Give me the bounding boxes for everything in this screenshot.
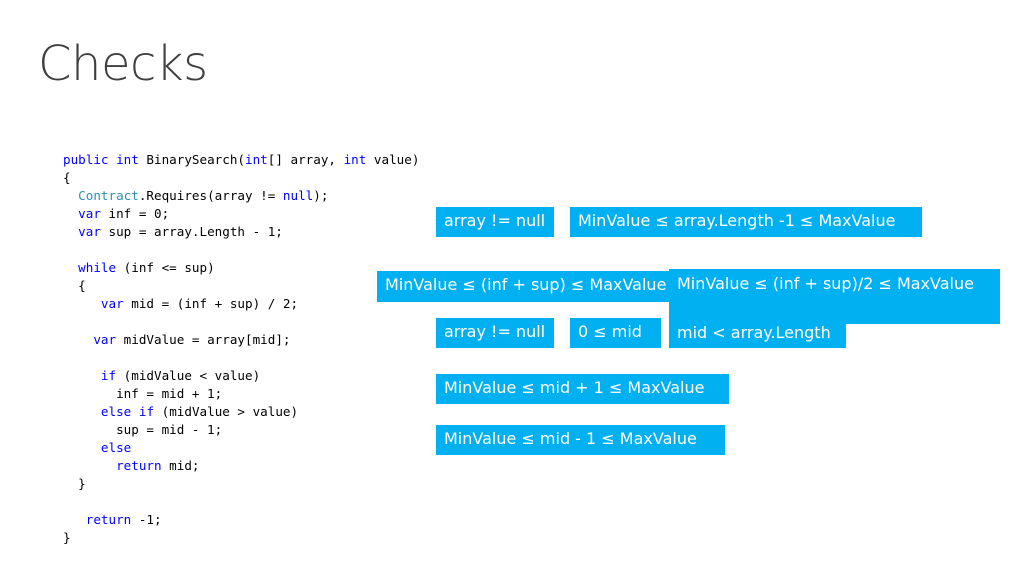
code-line: } <box>63 529 419 547</box>
code-text <box>63 512 86 527</box>
code-text: mid = (inf + sup) / 2; <box>123 296 299 311</box>
code-line: while (inf <= sup) <box>63 259 419 277</box>
code-text: -1; <box>131 512 162 527</box>
code-line: var sup = array.Length - 1; <box>63 223 419 241</box>
code-text: inf = mid + 1; <box>63 386 223 401</box>
code-line: return mid; <box>63 457 419 475</box>
code-block: public int BinarySearch(int[] array, int… <box>63 151 419 547</box>
code-text: midValue = array[mid]; <box>116 332 291 347</box>
code-text <box>109 152 117 167</box>
code-text: (midValue < value) <box>116 368 261 383</box>
code-text <box>63 404 101 419</box>
code-type: Contract <box>78 188 139 203</box>
code-line: Contract.Requires(array != null); <box>63 187 419 205</box>
code-keyword: if <box>138 404 155 419</box>
code-text: { <box>63 170 71 185</box>
code-line: var inf = 0; <box>63 205 419 223</box>
code-text: value) <box>366 152 420 167</box>
code-text: inf = 0; <box>100 206 170 221</box>
code-line: } <box>63 475 419 493</box>
code-keyword: int <box>245 152 268 167</box>
code-text: (inf <= sup) <box>116 260 215 275</box>
code-text: ); <box>313 188 329 203</box>
code-line <box>63 313 419 331</box>
code-line <box>63 241 419 259</box>
code-line <box>63 493 419 511</box>
callout-mid-plus-range: MinValue ≤ mid + 1 ≤ MaxValue <box>436 374 729 404</box>
code-keyword: else <box>100 404 132 419</box>
code-text: .Requires(array != <box>138 188 283 203</box>
code-keyword: if <box>100 368 117 383</box>
code-line: if (midValue < value) <box>63 367 419 385</box>
callout-array-not-null-1: array != null <box>436 207 554 237</box>
code-keyword: return <box>85 512 132 527</box>
code-text: } <box>63 530 71 545</box>
code-text <box>63 224 78 239</box>
code-keyword: public <box>63 152 109 167</box>
code-keyword: null <box>282 188 314 203</box>
code-text <box>63 458 116 473</box>
callout-zero-le-mid: 0 ≤ mid <box>570 318 661 348</box>
code-text <box>63 440 101 455</box>
code-keyword: int <box>343 152 367 167</box>
code-keyword: return <box>116 458 162 473</box>
code-line: var mid = (inf + sup) / 2; <box>63 295 419 313</box>
code-line: return -1; <box>63 511 419 529</box>
code-line <box>63 349 419 367</box>
callout-inf-sup-range: MinValue ≤ (inf + sup) ≤ MaxValue <box>377 271 677 302</box>
code-text: sup = mid - 1; <box>63 422 223 437</box>
code-text: (midValue > value) <box>154 404 299 419</box>
code-line: sup = mid - 1; <box>63 421 419 439</box>
code-line: inf = mid + 1; <box>63 385 419 403</box>
code-keyword: else <box>100 440 132 455</box>
callout-length-range: MinValue ≤ array.Length -1 ≤ MaxValue <box>570 207 922 237</box>
callout-mid-minus-range: MinValue ≤ mid - 1 ≤ MaxValue <box>436 425 725 455</box>
code-text: sup = array.Length - 1; <box>100 224 283 239</box>
code-keyword: var <box>93 332 117 347</box>
code-text <box>63 260 78 275</box>
code-keyword: int <box>116 152 139 167</box>
slide-title: Checks <box>38 36 208 92</box>
code-text: [] array, <box>267 152 344 167</box>
code-text: mid; <box>161 458 200 473</box>
code-text: { <box>63 278 86 293</box>
code-keyword: var <box>100 296 124 311</box>
callout-half-range: MinValue ≤ (inf + sup)/2 ≤ MaxValue <box>669 269 1000 324</box>
code-line: { <box>63 169 419 187</box>
code-text <box>63 332 93 347</box>
code-line: else <box>63 439 419 457</box>
code-line: var midValue = array[mid]; <box>63 331 419 349</box>
code-keyword: var <box>78 206 101 221</box>
code-text: BinarySearch( <box>138 152 245 167</box>
code-line: public int BinarySearch(int[] array, int… <box>63 151 419 169</box>
callout-array-not-null-2: array != null <box>436 318 554 348</box>
code-line: { <box>63 277 419 295</box>
code-line: else if (midValue > value) <box>63 403 419 421</box>
code-text <box>63 368 101 383</box>
code-keyword: var <box>78 224 101 239</box>
code-text <box>63 206 78 221</box>
code-text <box>131 404 139 419</box>
code-text <box>63 188 78 203</box>
code-text <box>63 296 101 311</box>
code-keyword: while <box>78 260 117 275</box>
code-text: } <box>63 476 86 491</box>
